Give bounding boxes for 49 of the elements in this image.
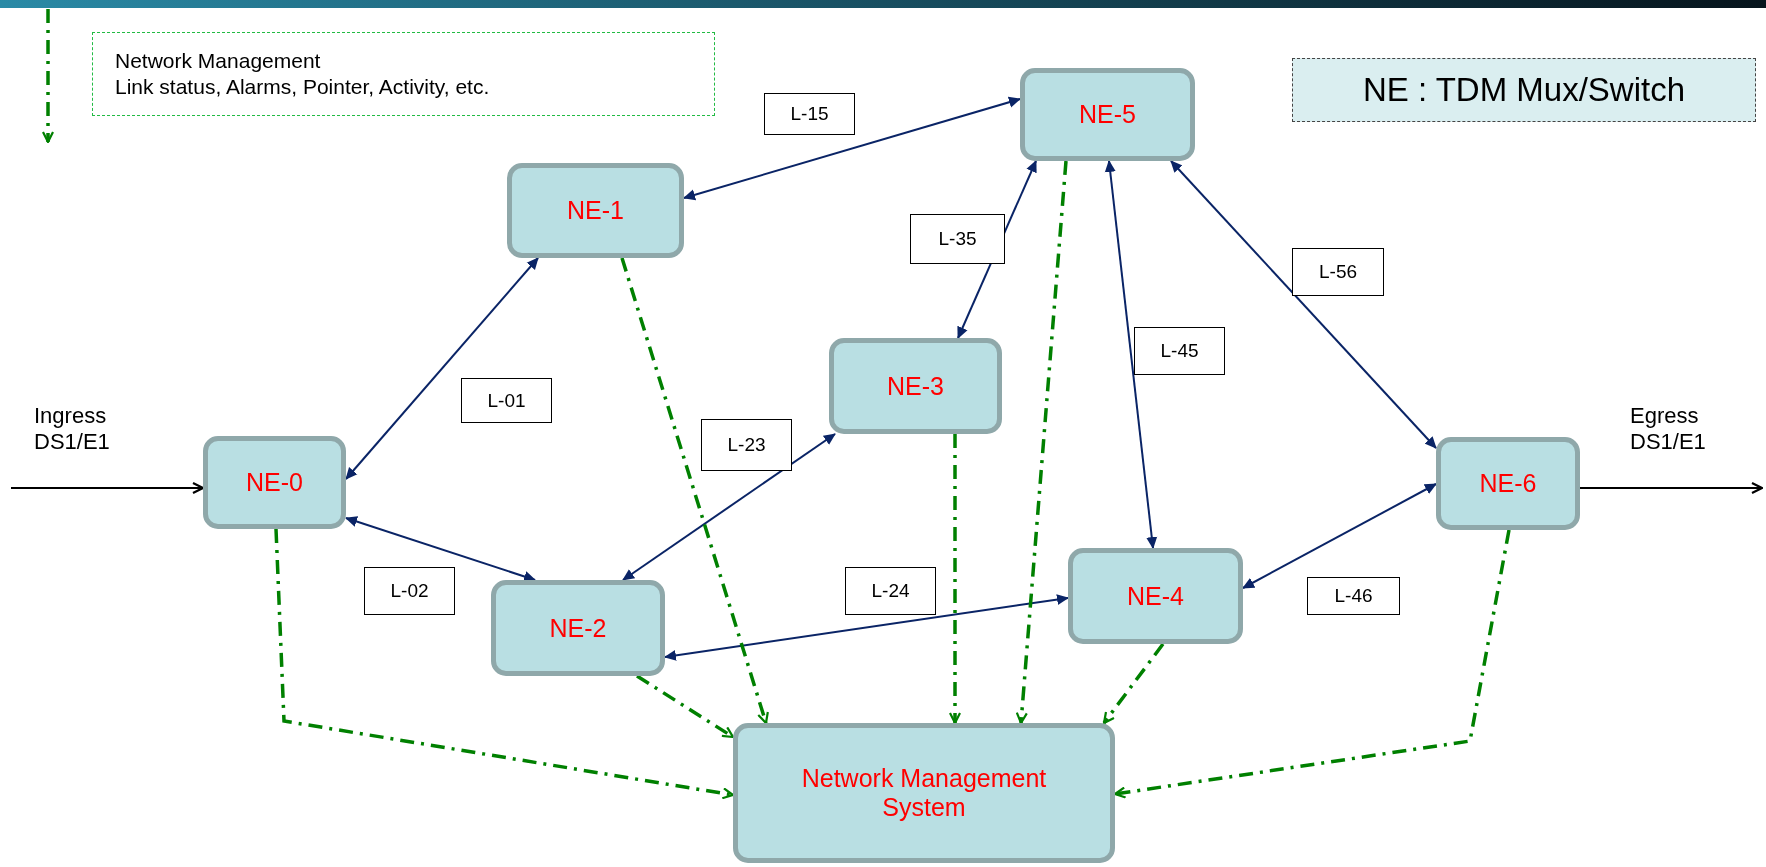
link-label: L-45 — [1134, 327, 1225, 375]
node-label: Network Management System — [800, 764, 1048, 822]
network-element-box — [491, 580, 665, 676]
link-label: L-24 — [845, 567, 936, 615]
node-label: NE : TDM Mux/Switch — [1362, 71, 1686, 109]
key-box — [1292, 58, 1756, 122]
arrow — [10, 481, 205, 495]
double-arrow — [622, 433, 836, 581]
node-label: NE-3 — [887, 371, 944, 401]
note-heading: Network Management — [115, 47, 321, 74]
double-arrow — [683, 96, 1021, 201]
node-label: NE-4 — [1127, 581, 1184, 611]
network-element-box — [507, 163, 684, 258]
dash-dot-arrow — [1015, 160, 1068, 725]
note-box — [92, 32, 715, 116]
network-element-box — [1020, 68, 1195, 161]
node-label: NE-1 — [567, 196, 624, 225]
network-element-box — [829, 338, 1002, 434]
node-label: NE-5 — [1079, 100, 1136, 129]
link-label: L-46 — [1307, 577, 1400, 615]
dash-dot-arrow — [274, 528, 735, 800]
link-label: L-15 — [764, 93, 855, 135]
node-label: NE-6 — [1479, 469, 1537, 498]
double-arrow — [345, 257, 539, 480]
arrow — [1579, 481, 1764, 495]
link-label: L-35 — [910, 214, 1005, 264]
dash-dot-arrow — [1102, 642, 1165, 725]
link-label: L-56 — [1292, 248, 1384, 296]
dash-dot-arrow — [620, 257, 769, 725]
double-arrow — [1170, 160, 1437, 449]
note-text: Link status, Alarms, Pointer, Activity, etc. — [115, 74, 490, 100]
node-label: NE-2 — [549, 613, 607, 643]
network-element-box — [1436, 437, 1580, 530]
link-label: L-23 — [701, 419, 792, 471]
double-arrow — [664, 594, 1069, 661]
edge-label: Ingress DS1/E1 — [34, 403, 111, 456]
network-element-box — [1068, 548, 1243, 644]
link-label: L-02 — [364, 567, 455, 615]
link-label: L-01 — [461, 378, 552, 423]
dash-dot-arrow — [636, 674, 735, 739]
network-element-box — [733, 723, 1115, 863]
edge-label: Egress DS1/E1 — [1630, 403, 1707, 456]
double-arrow — [1104, 160, 1158, 549]
dash-dot-arrow — [948, 434, 962, 725]
double-arrow — [1242, 483, 1437, 589]
network-element-box — [203, 436, 346, 529]
dash-dot-arrow — [1113, 529, 1511, 799]
node-label: NE-0 — [246, 468, 303, 497]
double-arrow — [345, 516, 536, 582]
